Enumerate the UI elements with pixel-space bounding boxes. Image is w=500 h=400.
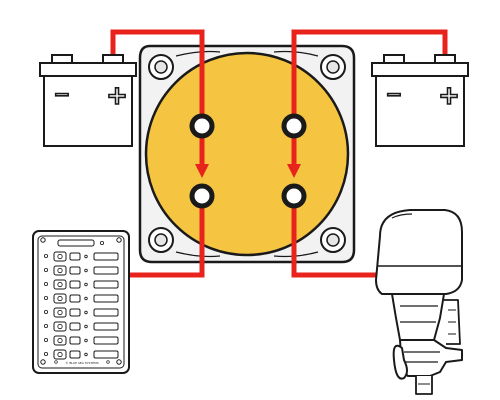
panel-breaker-knob [57,337,63,344]
panel-breaker-knob [57,295,63,302]
panel-indicator-led [84,310,88,315]
panel-breaker-knob [57,281,63,288]
panel-toggle-switch [69,350,81,359]
panel-label-slot [93,350,119,359]
panel-indicator-led [44,281,49,286]
panel-label-slot [93,252,119,261]
panel-toggle-switch [69,280,81,289]
motor-lower-unit [399,339,463,377]
panel-breaker [53,349,67,360]
panel-breaker [53,265,67,276]
mounting-hole-top-right [320,54,346,80]
battery-icon: − + [371,54,469,147]
panel-toggle-switch [69,322,81,331]
panel-label-slot [93,336,119,345]
panel-maker-label: © BLUE SEA SYSTEMS [65,361,98,365]
battery-right-positive: + [438,81,460,111]
mounting-hole-top-left [148,54,174,80]
panel-indicator-led [84,268,88,273]
panel-indicator-led [44,351,49,356]
panel-breaker-knob [57,267,63,274]
panel-breaker-knob [57,351,63,358]
panel-indicator-led [84,296,88,301]
panel-label-slot [93,280,119,289]
panel-indicator-led [84,324,88,329]
panel-indicator-led [44,309,49,314]
panel-toggle-switch [69,294,81,303]
panel-toggle-switch [69,266,81,275]
panel-breaker-knob [57,323,63,330]
panel-breaker [53,335,67,346]
panel-breaker [53,251,67,262]
terminal-top-left [189,113,215,139]
panel-indicator-led [84,254,88,259]
arrow-down-icon [195,164,209,178]
panel-label-slot [93,266,119,275]
panel-breaker [53,279,67,290]
wire-right-battery-to-switch [291,29,448,124]
panel-toggle-switch [69,252,81,261]
outboard-motor-icon [375,209,463,395]
panel-indicator-led [84,338,88,343]
panel-breaker-knob [57,253,63,260]
panel-label-slot [93,294,119,303]
motor-midsection [391,293,445,341]
battery-switch-icon [138,44,356,264]
panel-toggle-switch [69,308,81,317]
battery-icon: − + [39,54,137,147]
panel-breaker [53,321,67,332]
motor-propeller [392,344,408,380]
wire-switch-to-motor [291,195,380,278]
panel-indicator-led [44,253,49,258]
wire-left-battery-to-switch [110,29,205,124]
wires [110,29,448,286]
battery-left-negative: − [54,82,71,106]
panel-breaker [53,307,67,318]
panel-indicator-led [44,267,49,272]
panel-breaker [53,293,67,304]
switch-body [144,51,350,257]
panel-indicator-led [84,352,88,357]
mounting-hole-bottom-right [320,227,346,253]
panel-switch-rows [44,251,119,360]
panel-indicator-led [84,282,88,287]
panel-toggle-switch [69,336,81,345]
mounting-hole-bottom-left [148,227,174,253]
battery-left-positive: + [106,81,128,111]
terminal-bottom-right [281,183,307,209]
panel-label-slot [93,322,119,331]
panel-indicator-led [44,295,49,300]
panel-indicator-led [44,323,49,328]
motor-cowling [375,209,463,295]
arrow-down-icon [287,164,301,178]
panel-breaker-knob [57,309,63,316]
panel-indicator-led [44,337,49,342]
battery-right-negative: − [386,82,403,106]
panel-label-slot [93,308,119,317]
terminal-bottom-left [189,183,215,209]
fuse-panel-icon: © BLUE SEA SYSTEMS [32,230,130,374]
terminal-top-right [281,113,307,139]
